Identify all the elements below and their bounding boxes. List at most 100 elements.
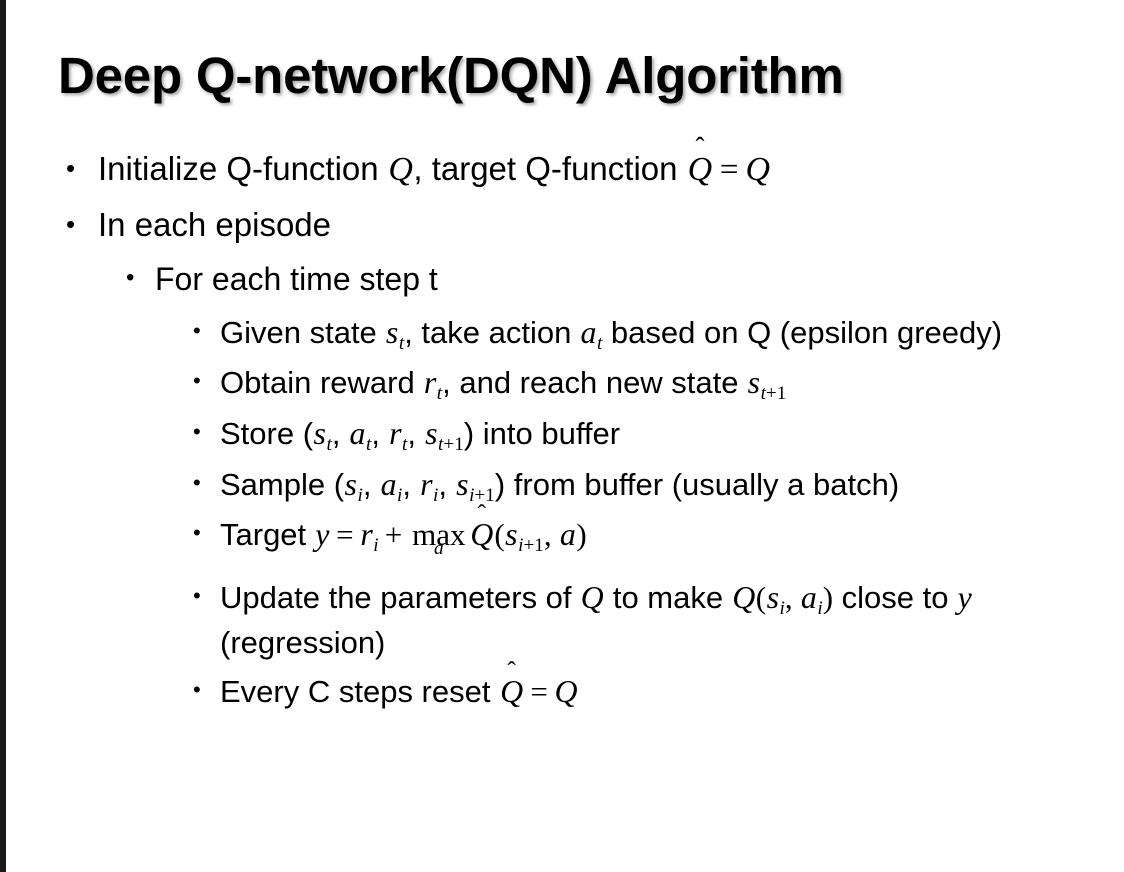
math-comma: , [784, 580, 801, 616]
text-fragment: Initialize Q-function [98, 150, 388, 187]
math-var-r: r [360, 517, 373, 553]
bullet-glyph: • [66, 209, 76, 240]
text-fragment: ) from buffer (usually a batch) [494, 466, 900, 502]
math-operator-equals: = [530, 674, 548, 710]
bullet-obtain-reward-text: Obtain reward rt, and reach new state st… [220, 361, 1094, 406]
text-fragment: , [331, 416, 350, 452]
math-var-s: s [505, 517, 518, 553]
sub-offset: +1 [765, 383, 787, 405]
math-var-a: a [800, 580, 817, 616]
bullet-glyph: • [193, 677, 201, 703]
math-var-q: Q [580, 580, 604, 616]
bullet-glyph: • [193, 583, 201, 609]
text-fragment: Given state [220, 314, 386, 350]
math-var-q: Q [388, 151, 413, 188]
text-fragment: , [402, 466, 420, 502]
sub-offset: +1 [474, 484, 495, 506]
math-var-q-base: Q [687, 151, 713, 188]
text-fragment: , take action [404, 314, 580, 350]
text-fragment: , and reach new state [442, 365, 748, 401]
bullet-for-each-time-step-text: For each time step t [155, 261, 438, 298]
math-var-r: r [420, 466, 433, 502]
math-var-q: Q [554, 674, 578, 710]
math-var-s: s [766, 580, 780, 616]
sub-offset: +1 [443, 433, 464, 455]
math-paren-close: ) [576, 517, 587, 553]
math-operator-plus: + [384, 517, 403, 553]
bullet-update-parameters-text: Update the parameters of Q to make Q(si,… [220, 576, 1094, 664]
sub-var: t [438, 433, 444, 455]
math-comma: , [543, 517, 560, 553]
math-var-s: s [456, 466, 469, 502]
math-var-a: a [349, 416, 366, 452]
text-fragment: Obtain reward [220, 365, 424, 401]
math-q-hat: ̂Q [499, 670, 524, 715]
bullet-glyph: • [193, 368, 201, 394]
bullet-target-equation: • Target y=ri+maxâQ(si+1, a) [0, 513, 1124, 558]
math-subscript: i+1 [518, 535, 544, 556]
bullet-in-each-episode-text: In each episode [98, 206, 332, 244]
text-fragment: (regression) [220, 624, 386, 660]
math-paren-close: ) [822, 580, 834, 616]
bullet-store-transition: • Store (st, at, rt, st+1) into buffer [0, 412, 1124, 457]
math-var-s: s [313, 416, 326, 452]
math-var-y: y [957, 580, 972, 616]
math-subscript: t [402, 433, 408, 455]
math-var-y: y [315, 517, 330, 553]
math-var-r: r [389, 416, 402, 452]
bullet-reset-target-text: Every C steps reset ̂Q=Q [220, 670, 1094, 715]
math-subscript: i [397, 484, 403, 506]
bullet-glyph: • [193, 469, 201, 495]
text-fragment: , [407, 416, 425, 452]
text-fragment: Sample ( [220, 466, 345, 502]
math-var-q-base: Q [470, 517, 494, 553]
math-max-subscript: a [434, 538, 444, 560]
math-var-s: s [425, 416, 438, 452]
math-subscript: t [398, 332, 405, 354]
math-var-s: s [747, 365, 761, 401]
text-fragment: based on Q (epsilon greedy) [602, 314, 1003, 350]
bullet-obtain-reward: • Obtain reward rt, and reach new state … [0, 361, 1124, 406]
bullet-sample-batch: • Sample (si, ai, ri, si+1) from buffer … [0, 463, 1124, 508]
math-subscript: i [357, 484, 363, 506]
math-operator-equals: = [719, 152, 739, 188]
math-paren-open: ( [755, 580, 767, 616]
text-fragment: , [362, 466, 381, 502]
math-var-s: s [385, 314, 399, 350]
bullet-for-each-time-step: • For each time step t [0, 259, 1124, 301]
math-var-r: r [423, 365, 437, 401]
sub-var: i [518, 535, 524, 557]
text-fragment: ) into buffer [463, 416, 621, 452]
math-paren-open: ( [494, 517, 505, 553]
sub-offset: +1 [523, 535, 544, 557]
text-fragment: close to [833, 580, 958, 616]
math-subscript: i+1 [469, 485, 495, 506]
math-subscript: t [366, 433, 372, 455]
text-fragment: Store ( [220, 416, 314, 452]
slide-body-content: • Initialize Q-function Q, target Q-func… [0, 148, 1124, 721]
math-subscript: t [326, 433, 332, 455]
math-subscript: i [373, 535, 379, 557]
text-fragment: , [438, 466, 456, 502]
bullet-glyph: • [126, 264, 135, 292]
bullet-initialize-text: Initialize Q-function Q, target Q-functi… [98, 148, 1124, 192]
math-max-label: max [412, 517, 466, 553]
math-subscript: i [817, 597, 823, 619]
bullet-target-equation-text: Target y=ri+maxâQ(si+1, a) [220, 513, 1094, 558]
bullet-update-parameters: • Update the parameters of Q to make Q(s… [0, 576, 1124, 664]
math-subscript: t [436, 383, 443, 405]
text-fragment: , target Q-function [413, 150, 687, 187]
math-q-hat: ̂Q [687, 148, 714, 192]
text-fragment: Every C steps reset [220, 674, 500, 710]
sub-var: i [469, 484, 475, 506]
bullet-sample-batch-text: Sample (si, ai, ri, si+1) from buffer (u… [220, 463, 1094, 508]
bullet-glyph: • [66, 153, 76, 183]
sub-var: t [760, 383, 766, 405]
bullet-reset-target: • Every C steps reset ̂Q=Q [0, 670, 1124, 715]
math-operator-equals: = [336, 517, 354, 553]
math-subscript: i [433, 484, 439, 506]
page-title: Deep Q-network(DQN) Algorithm [58, 47, 844, 104]
math-subscript: t [596, 332, 603, 354]
